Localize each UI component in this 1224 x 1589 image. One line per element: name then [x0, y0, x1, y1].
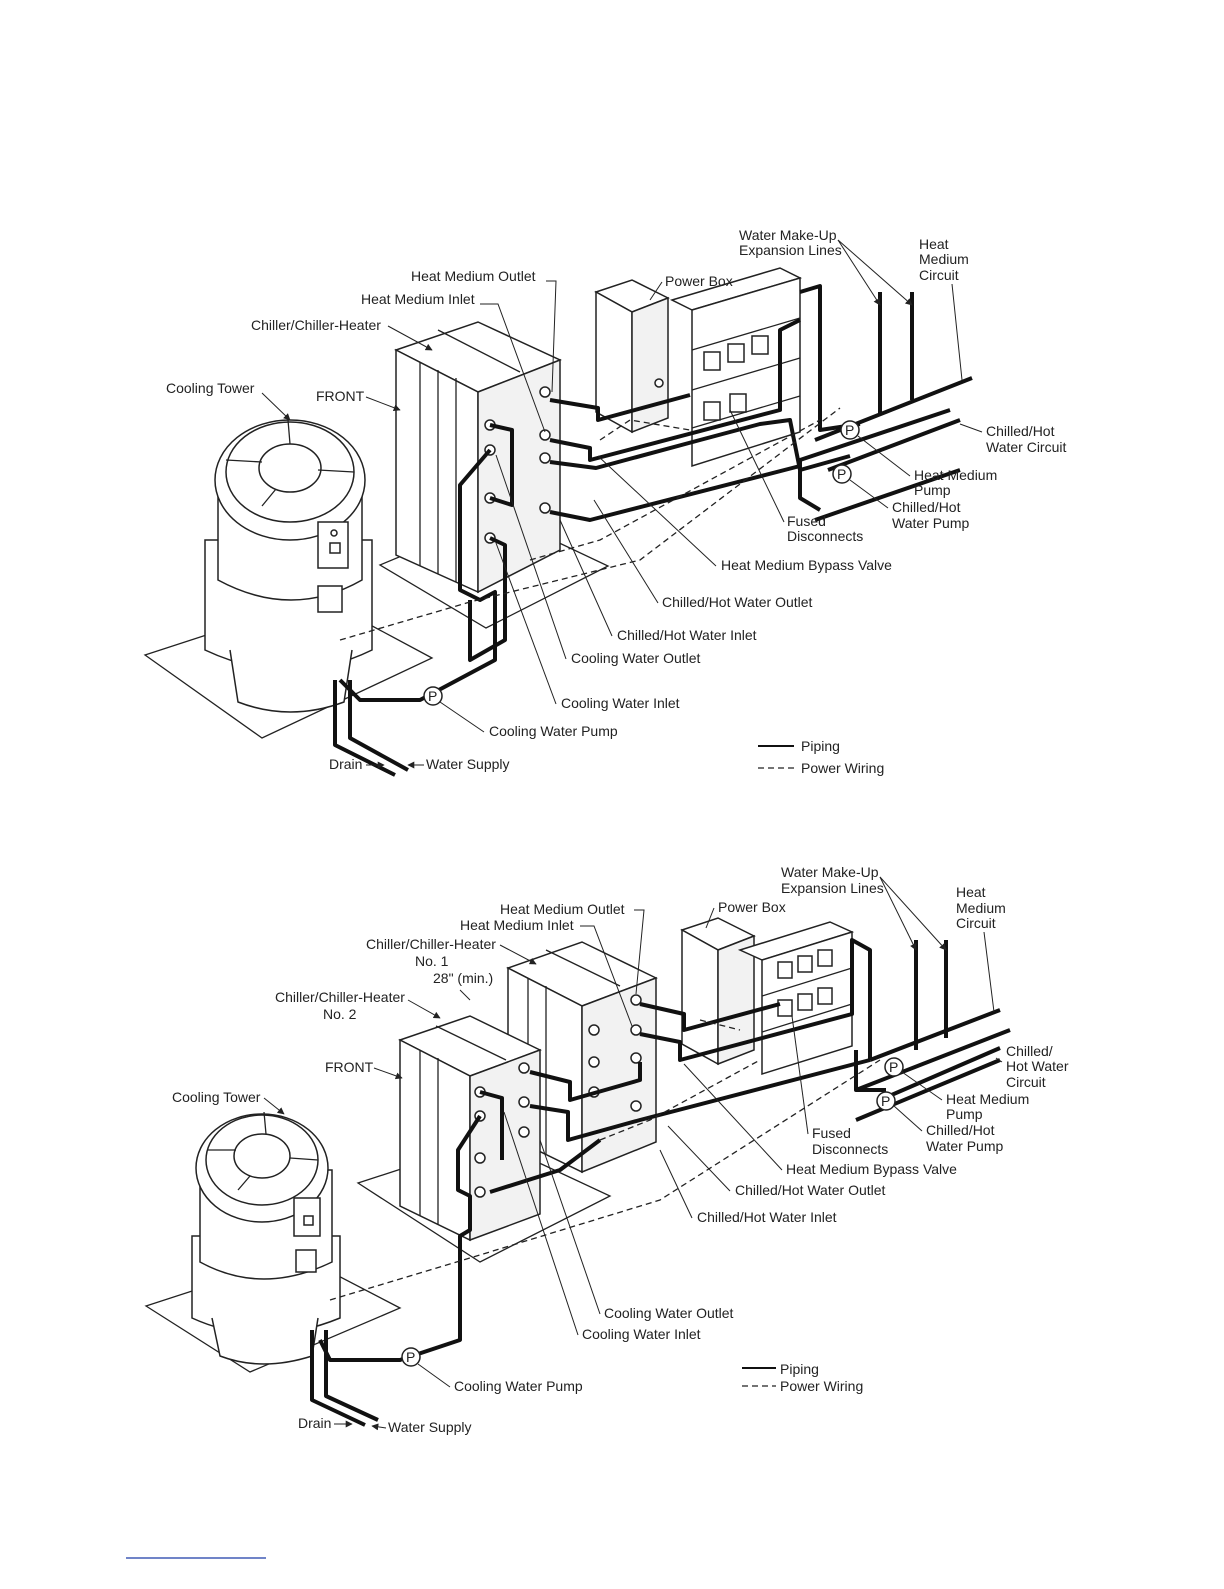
- label-chw-circuit-2-line3: Circuit: [1006, 1074, 1046, 1090]
- label-chw-outlet-2: Chilled/Hot Water Outlet: [735, 1182, 886, 1198]
- label-heat-medium-outlet: Heat Medium Outlet: [411, 268, 536, 284]
- label-heat-medium-inlet: Heat Medium Inlet: [361, 291, 475, 307]
- label-chw-inlet: Chilled/Hot Water Inlet: [617, 627, 757, 643]
- cooling-tower-1: [204, 419, 373, 713]
- disconnect-panel-2: [737, 921, 855, 1076]
- label-clearance: 28" (min.): [433, 970, 493, 986]
- tower-control-panel-2: [293, 1197, 321, 1237]
- label-fused-2-line2: Disconnects: [812, 1141, 888, 1157]
- label-hm-circuit-line2: Medium: [919, 251, 969, 267]
- chiller-heater-no2: [398, 1015, 542, 1242]
- power-box-2: [680, 917, 756, 1066]
- legend-2: Piping Power Wiring: [742, 1361, 863, 1394]
- label-makeup-line2: Expansion Lines: [739, 242, 842, 258]
- label-fused-2-line1: Fused: [812, 1125, 851, 1141]
- heat-medium-pump-symbol-2: P: [889, 1059, 898, 1075]
- label-hm-pump-line1: Heat Medium: [914, 467, 997, 483]
- label-hm-circuit-line1: Heat: [919, 236, 949, 252]
- cooling-water-pump-symbol-2: P: [406, 1349, 415, 1365]
- cooling-tower-2: [191, 1111, 341, 1365]
- label-hm-circuit-2-line1: Heat: [956, 884, 986, 900]
- label-cw-pump: Cooling Water Pump: [489, 723, 618, 739]
- legend-piping-label: Piping: [801, 738, 840, 754]
- label-chw-circuit-2-line2: Hot Water: [1006, 1058, 1069, 1074]
- label-chiller-no1-line1: Chiller/Chiller-Heater: [366, 936, 496, 952]
- label-hm-circuit-line3: Circuit: [919, 267, 959, 283]
- label-chw-outlet: Chilled/Hot Water Outlet: [662, 594, 813, 610]
- label-power-box-2: Power Box: [718, 899, 786, 915]
- label-hm-pump-2-line2: Pump: [946, 1106, 983, 1122]
- label-cw-inlet-2: Cooling Water Inlet: [582, 1326, 701, 1342]
- label-hm-pump-line2: Pump: [914, 482, 951, 498]
- label-chw-pump-line2: Water Pump: [892, 515, 969, 531]
- label-front-2: FRONT: [325, 1059, 374, 1075]
- label-hm-circuit-2-line3: Circuit: [956, 915, 996, 931]
- label-cw-outlet-2: Cooling Water Outlet: [604, 1305, 734, 1321]
- cooling-water-pump-symbol: P: [428, 688, 437, 704]
- label-water-supply-2: Water Supply: [388, 1419, 472, 1435]
- label-heat-medium-inlet-2: Heat Medium Inlet: [460, 917, 574, 933]
- heat-medium-pump-symbol: P: [845, 422, 854, 438]
- label-water-supply: Water Supply: [426, 756, 510, 772]
- diagram-dual-chiller: Heat Medium Outlet Heat Medium Inlet Chi…: [144, 864, 1069, 1435]
- label-hm-circuit-2-line2: Medium: [956, 900, 1006, 916]
- label-hm-pump-2-line1: Heat Medium: [946, 1091, 1029, 1107]
- label-heat-medium-outlet-2: Heat Medium Outlet: [500, 901, 625, 917]
- label-chw-pump-2-line1: Chilled/Hot: [926, 1122, 995, 1138]
- power-wiring-2: [329, 1019, 881, 1301]
- label-cooling-tower-2: Cooling Tower: [172, 1089, 261, 1105]
- chiller-heater-1: [394, 321, 562, 594]
- label-drain-2: Drain: [298, 1415, 331, 1431]
- fused-disconnect-icon: [703, 335, 769, 421]
- label-cw-inlet: Cooling Water Inlet: [561, 695, 680, 711]
- label-bypass-valve-2: Heat Medium Bypass Valve: [786, 1161, 957, 1177]
- label-chw-pump-2-line2: Water Pump: [926, 1138, 1003, 1154]
- chilled-water-pump-symbol-2: P: [881, 1093, 890, 1109]
- label-bypass-valve: Heat Medium Bypass Valve: [721, 557, 892, 573]
- legend-wiring-label: Power Wiring: [801, 760, 884, 776]
- label-chiller-no1-line2: No. 1: [415, 953, 449, 969]
- label-drain: Drain: [329, 756, 362, 772]
- label-chw-circuit-2-line1: Chilled/: [1006, 1043, 1053, 1059]
- label-fused-line2: Disconnects: [787, 528, 863, 544]
- legend-piping-label-2: Piping: [780, 1361, 819, 1377]
- label-cw-pump-2: Cooling Water Pump: [454, 1378, 583, 1394]
- label-makeup-2-line1: Water Make-Up: [781, 864, 879, 880]
- label-chiller-no2-line2: No. 2: [323, 1006, 357, 1022]
- label-front: FRONT: [316, 388, 365, 404]
- legend-wiring-label-2: Power Wiring: [780, 1378, 863, 1394]
- power-wiring-1: [339, 407, 841, 641]
- label-chw-inlet-2: Chilled/Hot Water Inlet: [697, 1209, 837, 1225]
- label-chiller-no2-line1: Chiller/Chiller-Heater: [275, 989, 405, 1005]
- piping-1: [333, 284, 973, 777]
- label-makeup-line1: Water Make-Up: [739, 227, 837, 243]
- disconnect-panel-1: [669, 267, 803, 468]
- fused-disconnect-icon-2: [777, 949, 833, 1017]
- label-fused-line1: Fused: [787, 513, 826, 529]
- chilled-water-pump-symbol: P: [837, 466, 846, 482]
- label-chw-pump-line1: Chilled/Hot: [892, 499, 961, 515]
- diagram-single-chiller: Heat Medium Outlet Heat Medium Inlet Chi…: [143, 227, 1066, 777]
- piping-2: [310, 938, 1011, 1427]
- label-makeup-2-line2: Expansion Lines: [781, 880, 884, 896]
- label-cw-outlet: Cooling Water Outlet: [571, 650, 701, 666]
- power-box-1: [594, 279, 670, 434]
- label-power-box: Power Box: [665, 273, 733, 289]
- label-chiller-heater: Chiller/Chiller-Heater: [251, 317, 381, 333]
- label-cooling-tower: Cooling Tower: [166, 380, 255, 396]
- label-chw-circuit-line2: Water Circuit: [986, 439, 1066, 455]
- legend-1: Piping Power Wiring: [758, 738, 884, 776]
- label-chw-circuit-line1: Chilled/Hot: [986, 423, 1055, 439]
